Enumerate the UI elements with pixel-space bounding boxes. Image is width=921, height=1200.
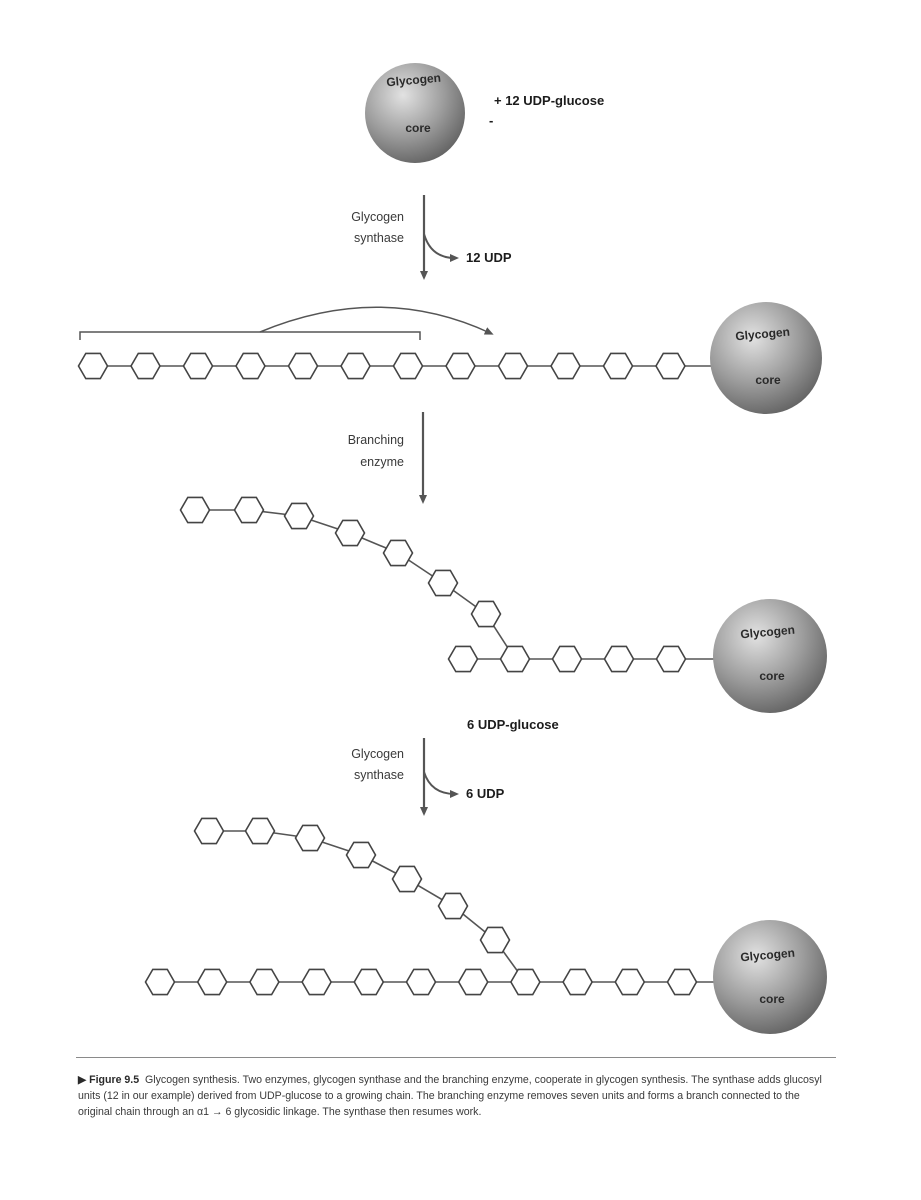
- glucose-unit: [470, 600, 502, 628]
- glucose-unit: [196, 968, 228, 996]
- glucose-unit: [382, 539, 414, 567]
- glucose-unit: [457, 968, 489, 996]
- caption-divider: [76, 1057, 836, 1058]
- core-top-label: Glycogen: [740, 946, 796, 965]
- glucose-unit: [334, 519, 366, 547]
- figure-label: Figure 9.5: [89, 1074, 140, 1086]
- enzyme-label-synthase-1b: synthase: [354, 231, 404, 245]
- glucose-unit: [340, 352, 371, 380]
- minus-mark: -: [489, 113, 493, 128]
- glucose-unit: [179, 496, 211, 524]
- enzyme-label-synthase-2b: synthase: [354, 768, 404, 782]
- glucose-unit: [666, 968, 698, 996]
- glucose-unit: [301, 968, 333, 996]
- synthase-arrow-1: [420, 195, 459, 280]
- core-bottom-label: core: [759, 992, 785, 1006]
- glucose-unit: [427, 569, 459, 597]
- glucose-unit: [562, 968, 594, 996]
- glucose-unit: [437, 892, 469, 920]
- glucose-unit: [345, 841, 377, 869]
- glucose-unit: [445, 352, 476, 380]
- glucose-unit: [182, 352, 214, 380]
- glucose-unit: [248, 968, 280, 996]
- glucose-unit: [655, 645, 687, 673]
- figure-label-marker: ▶: [78, 1074, 90, 1086]
- udp-glucose-reactant-label: + 12 UDP-glucose: [494, 93, 604, 108]
- figure-caption: ▶ Figure 9.5 Glycogen synthesis. Two enz…: [78, 1073, 836, 1121]
- glucose-unit: [391, 865, 423, 893]
- glucose-unit: [287, 352, 319, 380]
- stage3-glycogen-core: Glycogen core: [713, 599, 827, 713]
- enzyme-label-branching-b: enzyme: [360, 455, 404, 469]
- glucose-unit: [479, 926, 511, 954]
- glucose-unit: [294, 824, 326, 852]
- glucose-unit: [509, 968, 541, 996]
- glucose-unit: [233, 496, 265, 524]
- glucose-unit: [244, 817, 276, 845]
- core-top-label: Glycogen: [735, 325, 791, 344]
- stage4-branched-chain: [144, 817, 714, 996]
- glucose-unit: [655, 352, 686, 380]
- caption-text: Glycogen synthesis. Two enzymes, glycoge…: [78, 1074, 822, 1118]
- glucose-unit: [405, 968, 437, 996]
- glucose-unit: [447, 645, 479, 673]
- stage1-glycogen-core: Glycogen core: [365, 63, 465, 163]
- glucose-unit: [130, 352, 161, 380]
- stage2-linear-chain: [77, 352, 712, 380]
- core-bottom-label: core: [759, 669, 785, 683]
- enzyme-label-synthase-1a: Glycogen: [351, 210, 404, 224]
- glucose-unit: [499, 645, 531, 673]
- core-top-label: Glycogen: [740, 623, 796, 642]
- stage4-glycogen-core: Glycogen core: [713, 920, 827, 1034]
- glucose-unit: [602, 352, 634, 380]
- enzyme-label-branching-a: Branching: [348, 433, 404, 447]
- glucose-unit: [497, 352, 529, 380]
- core-bottom-label: core: [405, 121, 431, 135]
- stage3-branched-chain: [179, 496, 714, 673]
- enzyme-label-synthase-2a: Glycogen: [351, 747, 404, 761]
- glucose-unit: [144, 968, 176, 996]
- glucose-unit: [392, 352, 424, 380]
- synthase-arrow-2: [420, 738, 459, 816]
- core-top-label: Glycogen: [386, 71, 442, 90]
- udp-product-label: 12 UDP: [466, 250, 512, 265]
- glucose-unit: [235, 352, 266, 380]
- glucose-unit: [550, 352, 581, 380]
- glucose-unit: [193, 817, 225, 845]
- core-bottom-label: core: [755, 373, 781, 387]
- stage2-glycogen-core: Glycogen core: [710, 302, 822, 414]
- glucose-unit: [283, 502, 315, 530]
- udp-product-label-2: 6 UDP: [466, 786, 505, 801]
- glucose-unit: [77, 352, 109, 380]
- transfer-bracket: [79, 306, 494, 340]
- glucose-unit: [603, 645, 635, 673]
- glucose-unit: [353, 968, 385, 996]
- glucose-unit: [551, 645, 583, 673]
- udp-glucose-reactant-label-2: 6 UDP-glucose: [467, 717, 559, 732]
- glucose-unit: [614, 968, 646, 996]
